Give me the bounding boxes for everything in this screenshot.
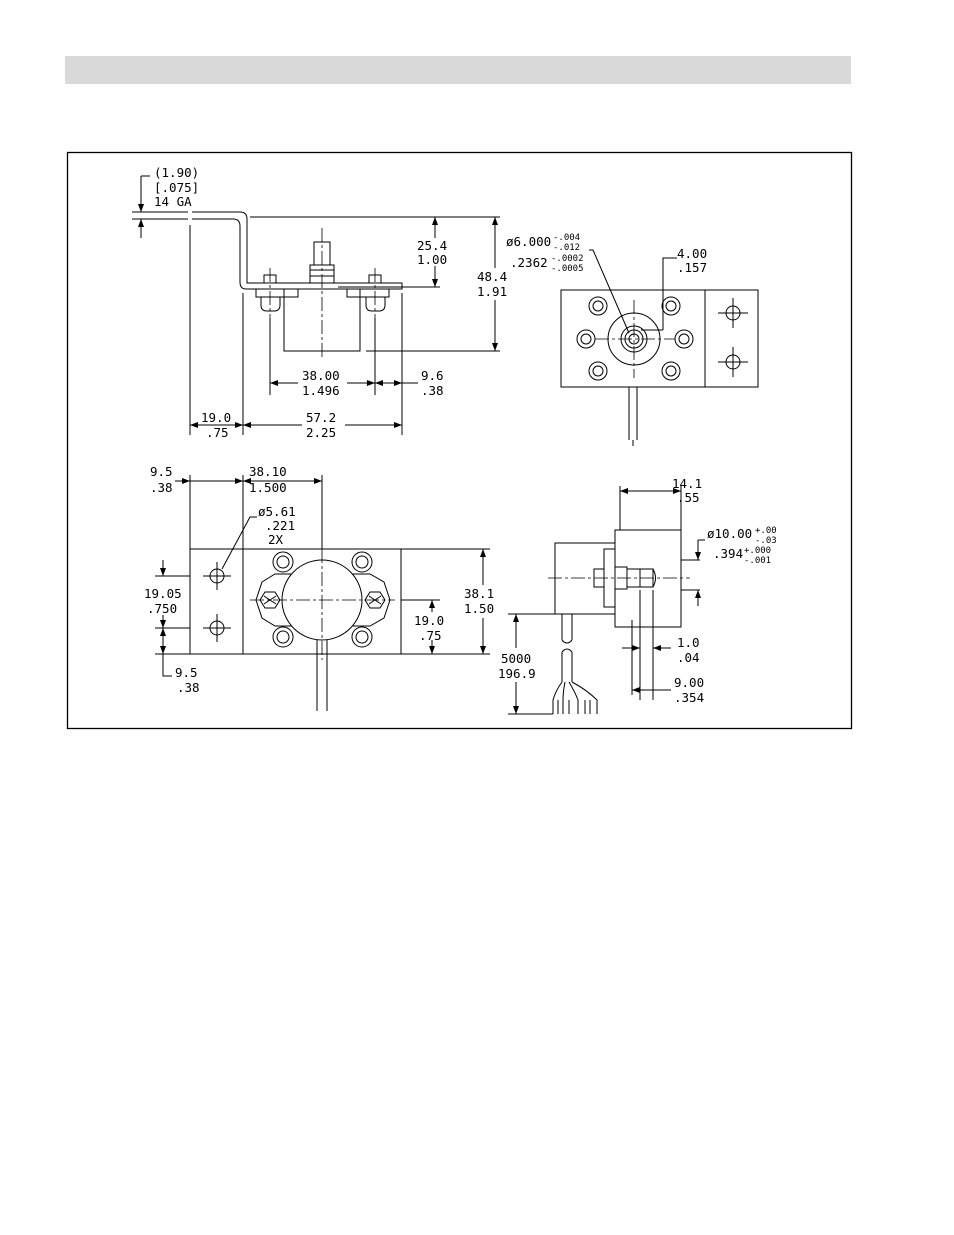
dim-w19-in: .75 bbox=[206, 425, 229, 440]
dim-pilot-in-tol-plus: +.000 bbox=[744, 546, 771, 556]
dim-gauge: 14 GA bbox=[154, 194, 192, 209]
dim-shaft-tol-plus: -.004 bbox=[553, 233, 580, 243]
dim-bb95-mm: 9.5 bbox=[175, 665, 198, 680]
dim-cable-in: 196.9 bbox=[498, 666, 536, 681]
dim-h381-in: 1.50 bbox=[464, 601, 494, 616]
dim-thickness-mm: (1.90) bbox=[154, 165, 199, 180]
dim-shaft-dia: ø6.000 bbox=[506, 234, 551, 249]
dim-shaft-in: .2362 bbox=[510, 255, 548, 270]
dim-s10-in: .04 bbox=[677, 650, 700, 665]
dim-pilot-in: .394 bbox=[713, 546, 743, 561]
dim-shaft-in-tol-minus: -.0005 bbox=[551, 264, 584, 274]
dim-s900-mm: 9.00 bbox=[674, 675, 704, 690]
dim-flat-in: .157 bbox=[677, 260, 707, 275]
dim-h190-mm: 19.0 bbox=[414, 613, 444, 628]
dim-shaft-tol-minus: -.012 bbox=[553, 243, 580, 253]
dim-h48-in: 1.91 bbox=[477, 284, 507, 299]
side-cable-view: 14.1 .55 ø10.00 +.00 -.03 .394 +.000 -.0… bbox=[498, 476, 777, 715]
back-view: 9.5 .38 38.10 1.500 ø5.61 .221 2X 19.05 … bbox=[144, 464, 494, 711]
front-view: ø6.000 -.004 -.012 .2362 -.0002 -.0005 4… bbox=[506, 233, 759, 446]
dim-w96-in: .38 bbox=[421, 383, 444, 398]
dim-s141-mm: 14.1 bbox=[672, 476, 702, 491]
dim-s900-in: .354 bbox=[674, 690, 704, 705]
dim-w96-mm: 9.6 bbox=[421, 368, 444, 383]
dim-hole-dia: ø5.61 bbox=[258, 504, 296, 519]
dim-thickness-in: [.075] bbox=[154, 180, 199, 195]
header-bar bbox=[65, 56, 851, 84]
dim-b95-mm: 9.5 bbox=[150, 464, 173, 479]
dim-w57-mm: 57.2 bbox=[306, 410, 336, 425]
dim-shaft-in-tol-plus: -.0002 bbox=[551, 254, 584, 264]
side-view: (1.90) [.075] 14 GA 25.4 1.00 48.4 1.91 … bbox=[132, 165, 507, 440]
dim-h1905-in: .750 bbox=[147, 601, 177, 616]
dim-pilot-tol-minus: -.03 bbox=[755, 536, 777, 546]
dim-flat-mm: 4.00 bbox=[677, 246, 707, 261]
dim-w38-in: 1.496 bbox=[302, 383, 340, 398]
dim-s141-in: .55 bbox=[677, 490, 700, 505]
dim-b95-in: .38 bbox=[150, 480, 173, 495]
dim-hole-in: .221 bbox=[265, 518, 295, 533]
dim-w19-mm: 19.0 bbox=[201, 410, 231, 425]
dim-h190-in: .75 bbox=[419, 628, 442, 643]
dim-h1905-mm: 19.05 bbox=[144, 586, 182, 601]
dim-w38-mm: 38.00 bbox=[302, 368, 340, 383]
dim-s10-mm: 1.0 bbox=[677, 635, 700, 650]
dim-h25-mm: 25.4 bbox=[417, 238, 447, 253]
dim-bb95-in: .38 bbox=[177, 680, 200, 695]
dim-hole-count: 2X bbox=[268, 532, 284, 547]
dim-b3810-mm: 38.10 bbox=[249, 464, 287, 479]
dim-b3810-in: 1.500 bbox=[249, 480, 287, 495]
dim-pilot-in-tol-minus: -.001 bbox=[744, 556, 771, 566]
dim-h25-in: 1.00 bbox=[417, 252, 447, 267]
dim-h48-mm: 48.4 bbox=[477, 269, 507, 284]
dim-pilot-tol-plus: +.00 bbox=[755, 526, 777, 536]
dim-h381-mm: 38.1 bbox=[464, 586, 494, 601]
dim-pilot-dia: ø10.00 bbox=[707, 526, 752, 541]
dim-w57-in: 2.25 bbox=[306, 425, 336, 440]
drawing-frame bbox=[66, 151, 853, 730]
dim-cable-mm: 5000 bbox=[501, 651, 531, 666]
